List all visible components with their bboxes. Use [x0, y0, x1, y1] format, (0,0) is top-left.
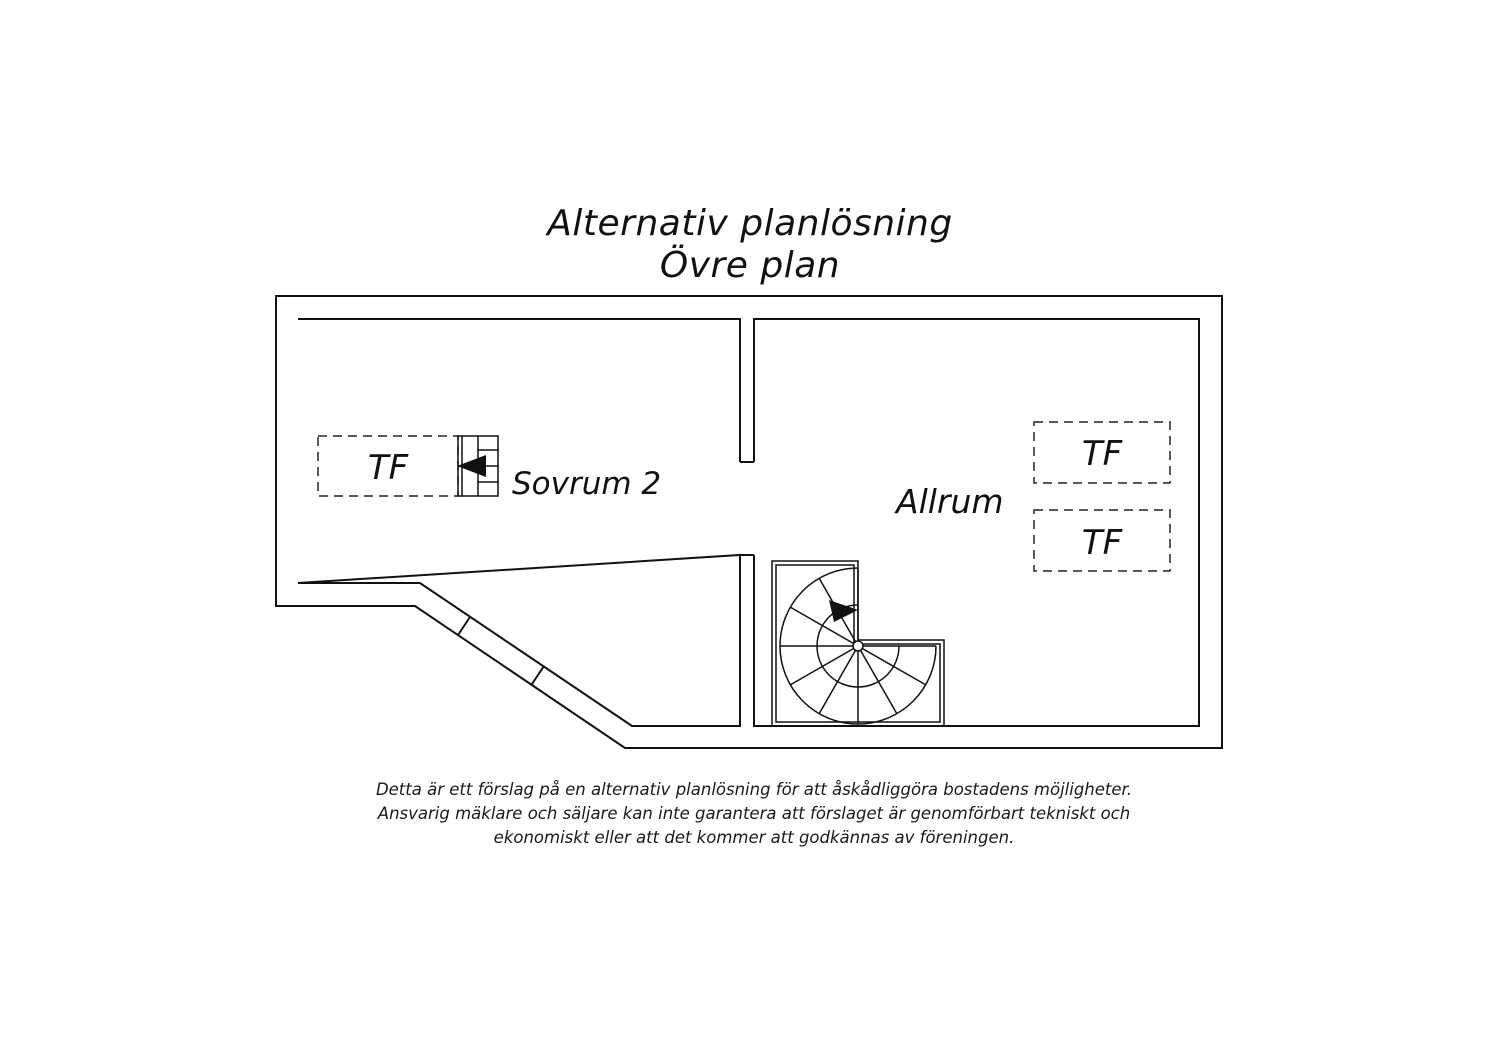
disclaimer: Detta är ett förslag på en alternativ pl…	[0, 778, 1500, 850]
storage-label-right-bottom: TF	[1082, 523, 1123, 563]
room-label-bedroom: Sovrum 2	[512, 466, 661, 502]
ladder-arrow-icon	[457, 455, 486, 477]
outer-wall	[275, 295, 1223, 749]
bedroom-inner-wall	[297, 318, 741, 727]
staircase-arrow-icon	[829, 600, 858, 622]
window-lower	[531, 665, 545, 685]
window-upper	[457, 616, 471, 636]
storage-label-left: TF	[368, 448, 409, 488]
disclaimer-line-2: Ansvarig mäklare och säljare kan inte ga…	[377, 804, 1131, 823]
staircase-center-post	[852, 640, 864, 652]
storage-box-right-bottom	[1033, 509, 1171, 572]
disclaimer-line-3: ekonomiskt eller att det kommer att godk…	[493, 828, 1015, 847]
disclaimer-line-1: Detta är ett förslag på en alternativ pl…	[375, 780, 1133, 799]
storage-label-right-top: TF	[1082, 434, 1123, 474]
storage-box-right-top	[1033, 421, 1171, 484]
plan-subtitle: Övre plan	[659, 245, 841, 286]
spiral-staircase	[771, 560, 945, 727]
plan-title: Alternativ planlösning	[547, 203, 953, 244]
living-inner-wall	[753, 318, 1200, 727]
room-label-living: Allrum	[894, 482, 1004, 521]
partition-wall	[740, 461, 754, 556]
